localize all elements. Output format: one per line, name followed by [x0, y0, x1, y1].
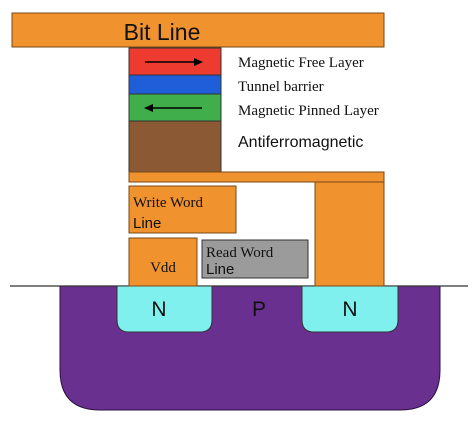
pinned-layer-label: Magnetic Pinned Layer: [238, 103, 379, 119]
left-arrow-icon: [144, 104, 202, 112]
bit-line-label: Bit Line: [124, 19, 201, 45]
via-to-drain: [314, 181, 385, 287]
n-region-left: [116, 285, 213, 333]
antiferromagnetic-layer: [128, 120, 222, 173]
free-layer-label: Magnetic Free Layer: [238, 55, 364, 71]
tunnel-barrier: [128, 74, 222, 95]
vdd-contact: [128, 237, 198, 287]
n-region-right: [301, 285, 399, 333]
n-region-right-label: N: [342, 298, 357, 321]
write-word-line-label-2: Line: [133, 215, 161, 232]
bottom-electrode: [128, 171, 385, 183]
p-region-label: P: [252, 298, 266, 321]
n-region-left-label: N: [151, 298, 166, 321]
tunnel-barrier-label: Tunnel barrier: [238, 79, 324, 95]
write-word-line-label-1: Write Word: [133, 195, 203, 211]
right-arrow-icon: [145, 58, 203, 66]
bit-line: [11, 12, 385, 48]
antiferromagnetic-label: Antiferromagnetic: [238, 134, 363, 151]
vdd-label: Vdd: [150, 260, 176, 276]
read-word-line: [201, 239, 309, 279]
read-word-line-label-2: Line: [206, 261, 234, 278]
write-word-line: [128, 185, 237, 234]
read-word-line-label-1: Read Word: [206, 245, 274, 261]
